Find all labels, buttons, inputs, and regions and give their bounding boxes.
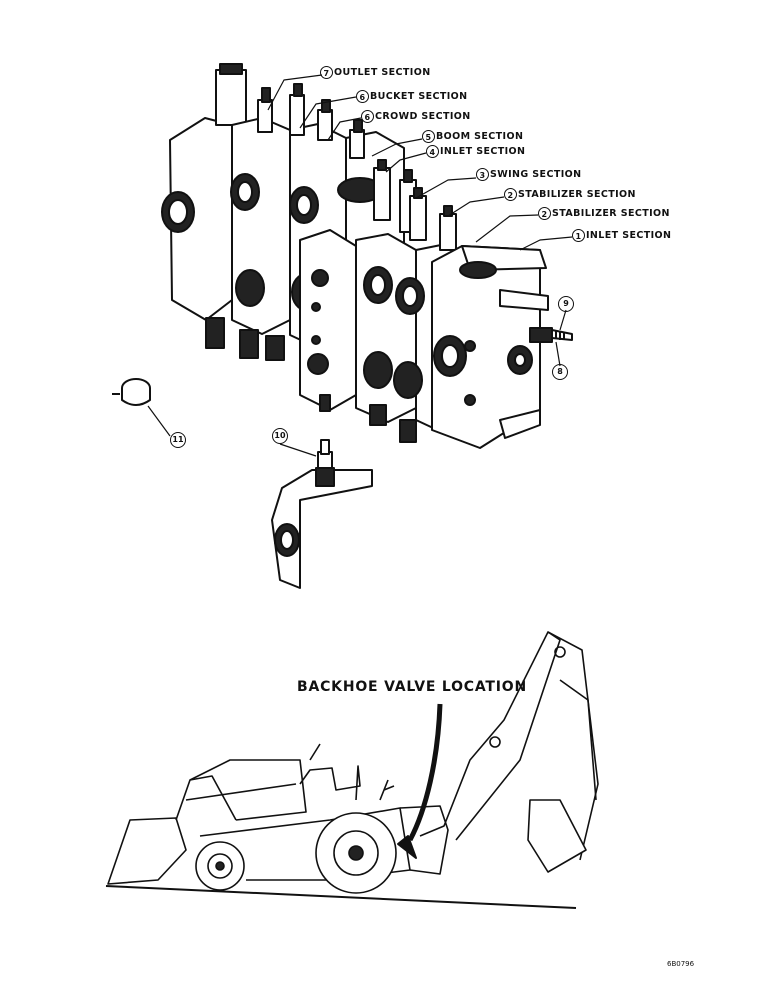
- callout-crowd-section: 6 CROWD SECTION: [361, 110, 471, 123]
- callout-label: BOOM SECTION: [436, 131, 524, 142]
- callout-label: STABILIZER SECTION: [552, 208, 670, 219]
- figure-id: 6B0796: [667, 960, 695, 968]
- part-number-9: 9: [558, 296, 574, 312]
- backhoe-tractor: [105, 631, 599, 909]
- callout-number: 2: [504, 188, 517, 201]
- callout-boom-section: 5 BOOM SECTION: [422, 130, 523, 143]
- bucket-section-body: [230, 87, 291, 359]
- callout-inlet-section-lower: 1 INLET SECTION: [572, 229, 671, 242]
- callout-number: 4: [426, 145, 439, 158]
- bolt-part: [529, 327, 573, 343]
- inlet-section-body: [431, 245, 549, 449]
- part-number-10: 10: [272, 428, 288, 444]
- callout-stabilizer-section-2: 2 STABILIZER SECTION: [538, 207, 670, 220]
- swing-section-body: [299, 159, 391, 412]
- callout-number: 1: [572, 229, 585, 242]
- leader-lines: [147, 74, 573, 457]
- callout-number: 7: [320, 66, 333, 79]
- part-number-8: 8: [552, 364, 568, 380]
- callout-label: SWING SECTION: [490, 169, 582, 180]
- callout-inlet-section-upper: 4 INLET SECTION: [426, 145, 525, 158]
- callout-number: 6: [356, 90, 369, 103]
- callout-label: STABILIZER SECTION: [518, 189, 636, 200]
- callout-number: 2: [538, 207, 551, 220]
- callout-outlet-section: 7 OUTLET SECTION: [320, 66, 431, 79]
- spool-section-part: [271, 439, 373, 589]
- callout-bucket-section: 6 BUCKET SECTION: [356, 90, 468, 103]
- callout-label: INLET SECTION: [586, 230, 672, 241]
- callout-label: BUCKET SECTION: [370, 91, 468, 102]
- backhoe-valve-location-label: BACKHOE VALVE LOCATION: [297, 679, 527, 695]
- part-number-11: 11: [170, 432, 186, 448]
- callout-stabilizer-section: 2 STABILIZER SECTION: [504, 188, 636, 201]
- callout-label: CROWD SECTION: [375, 111, 471, 122]
- callout-label: INLET SECTION: [440, 146, 526, 157]
- callout-number: 5: [422, 130, 435, 143]
- fitting-part: [112, 378, 151, 406]
- location-arrow-line: [407, 703, 443, 842]
- callout-swing-section: 3 SWING SECTION: [476, 168, 581, 181]
- callout-label: OUTLET SECTION: [334, 67, 431, 78]
- location-arrow-head: [397, 835, 417, 859]
- callout-number: 3: [476, 168, 489, 181]
- outlet-section-body: [161, 63, 247, 349]
- callout-number: 6: [361, 110, 374, 123]
